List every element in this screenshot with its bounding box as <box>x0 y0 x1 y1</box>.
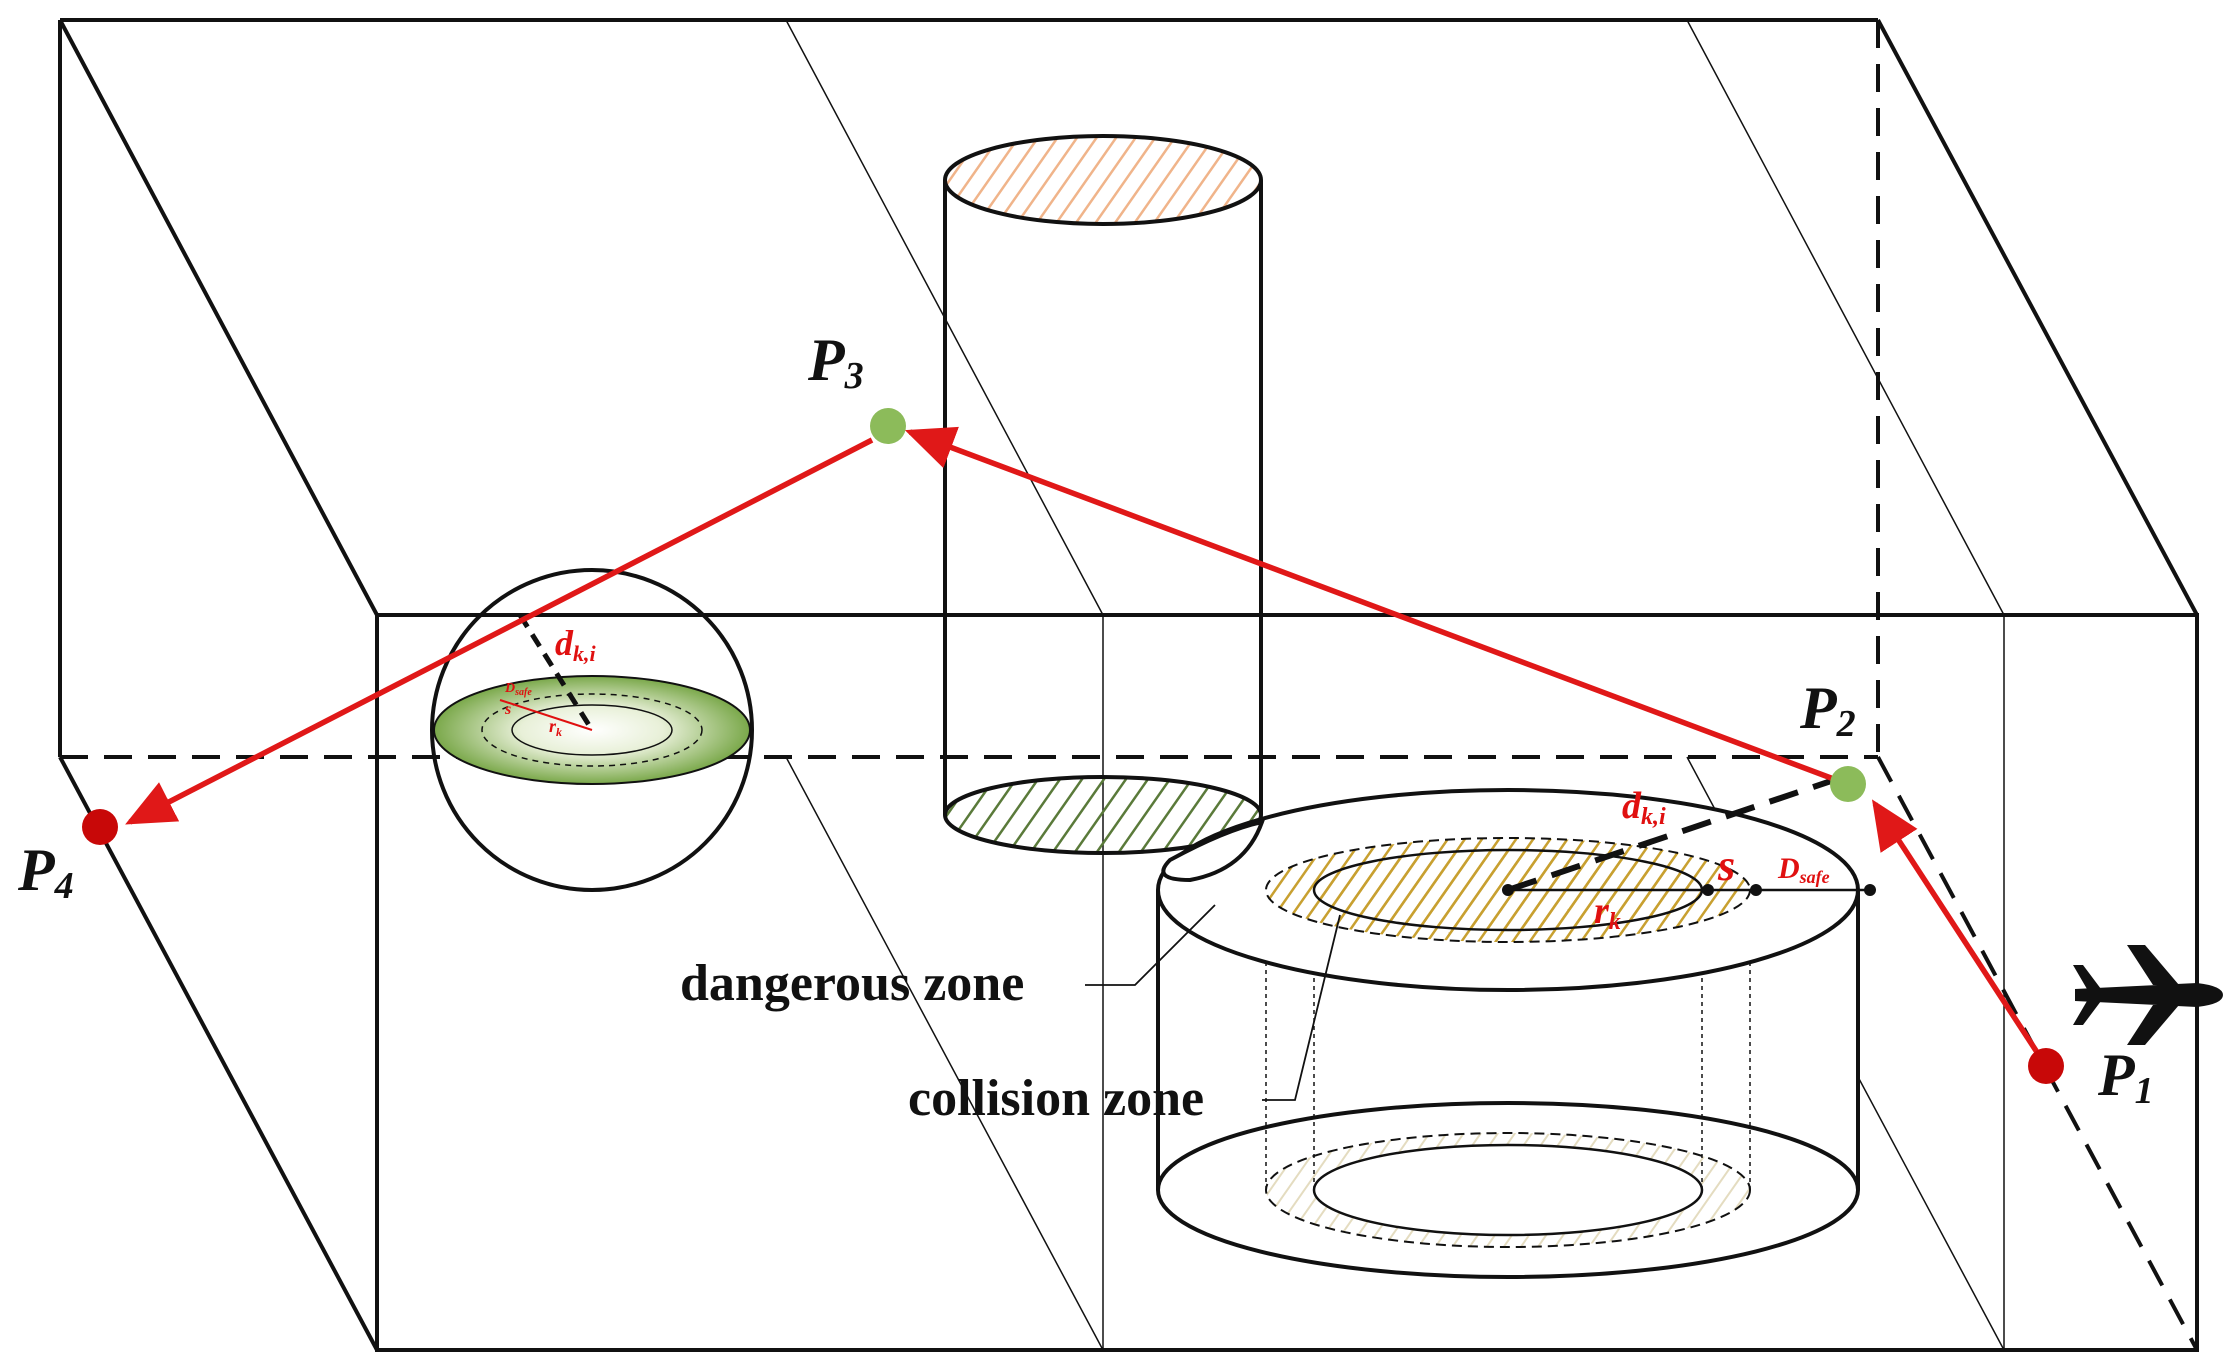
collision-zone-leader <box>1262 914 1341 1101</box>
label-s-sphere: s <box>504 701 511 718</box>
box-edge-bottom-left <box>58 756 379 1351</box>
radius-tick-points <box>1502 884 1876 896</box>
label-rk-main: rk <box>1594 890 1621 935</box>
box-edge-top-left <box>58 19 379 616</box>
segment-p3-p4 <box>125 437 874 825</box>
flight-path <box>125 426 2049 1068</box>
label-dki-main: dk,i <box>1622 785 1666 830</box>
sphere-radius-line <box>499 699 593 731</box>
label-p4: P4 <box>17 837 74 907</box>
waypoints <box>82 408 2064 1084</box>
label-rk-sphere: rk <box>549 716 562 739</box>
waypoint-p4[interactable] <box>82 809 118 845</box>
label-collision-zone: collision zone <box>908 1070 1204 1127</box>
waypoint-p1[interactable] <box>2028 1048 2064 1084</box>
tall-cylinder-obstacle <box>942 134 1264 855</box>
box-hidden-edges <box>60 20 2199 1351</box>
tall-cylinder-top <box>943 134 1263 226</box>
label-dsafe-main: Dsafe <box>1777 852 1830 887</box>
leader-lines <box>1085 904 1341 1101</box>
cylinder-notch <box>1161 819 1266 883</box>
airspace-box <box>58 18 2199 1352</box>
segment-p2-p3 <box>904 426 1848 787</box>
distance-dk-line <box>1507 775 1841 893</box>
label-p3: P3 <box>807 327 864 397</box>
waypoint-p2[interactable] <box>1830 766 1866 802</box>
segment-p1-p2 <box>1871 799 2049 1068</box>
dangerous-zone-leader <box>1085 904 1216 986</box>
waypoint-p3[interactable] <box>870 408 906 444</box>
label-dki-sphere: dk,i <box>555 623 597 666</box>
label-s-main: s <box>1717 841 1735 890</box>
airplane-icon <box>2073 945 2223 1045</box>
sphere-outline <box>430 568 754 892</box>
lower-cylinder-bottom-inner <box>1312 1143 1704 1237</box>
lower-cylinder-obstacle <box>1156 775 1876 1279</box>
box-edge-top-right <box>1876 19 2199 616</box>
label-p2: P2 <box>1799 675 1856 745</box>
sphere-obstacle <box>430 568 754 892</box>
label-dsafe-sphere: Dsafe <box>504 681 532 698</box>
box-front-face <box>375 613 2199 1352</box>
label-p1: P1 <box>2097 1042 2154 1112</box>
label-dangerous-zone: dangerous zone <box>680 955 1024 1012</box>
